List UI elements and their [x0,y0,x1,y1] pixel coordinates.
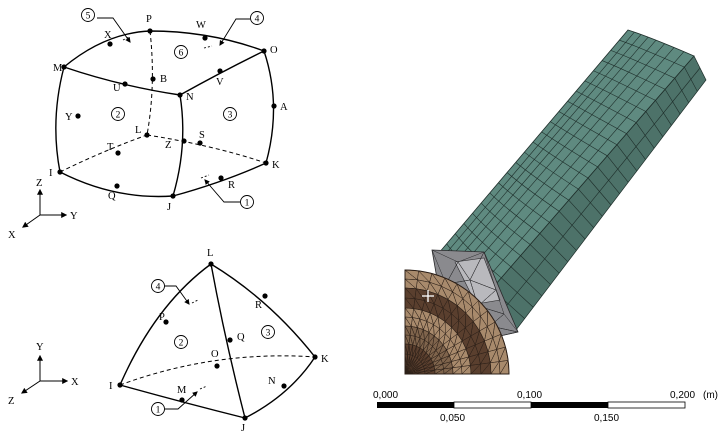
node-label: O [211,349,219,360]
mesh-line [601,60,666,90]
scale-segment [531,402,608,408]
mesh-line [550,121,608,157]
hexahedron-edges [55,30,275,198]
node-label: R [255,300,262,311]
tetrahedron-hidden-edge [119,355,316,386]
mesh-line [593,70,656,101]
node-label: R [228,180,235,191]
node-label: T [107,142,114,153]
node-label: M [53,63,63,74]
tetrahedron-leaders [164,285,208,410]
mesh-line [558,111,618,145]
node-label: L [207,248,213,259]
axis-label-x: X [8,230,16,241]
face-number: 4 [255,15,260,25]
face-number: 3 [228,111,233,121]
face-number: 6 [179,49,184,59]
node-label: S [199,130,205,141]
face-number: 1 [156,406,161,416]
scale-label: 0,200 [670,390,695,401]
face-number: 2 [179,339,184,349]
scale-bar: 0,000 0,100 0,200 (m) 0,050 0,150 [373,390,718,424]
tetrahedron-axes-triad [21,354,69,394]
tetrahedron-edges [119,263,316,419]
cap-highlight [454,257,501,305]
node-label: O [270,45,278,56]
quarter-cylinder-base [404,269,510,375]
face-number: 2 [116,111,121,121]
scale-segment [377,402,454,408]
node-label: V [216,77,224,88]
node-label: Z [165,140,171,151]
node-label: P [159,312,165,323]
mesh-line [532,141,589,179]
mesh-line [541,131,598,168]
node-label: N [186,92,194,103]
node-label: Q [237,332,245,343]
hexahedron-hidden-edges [59,30,267,173]
tetrahedron-element-diagram: L R P Q O K I M N J 4 2 3 1 Y X Z [8,248,329,432]
node-label: U [113,83,121,94]
meshed-beam [437,29,707,331]
hexahedron-leaders [97,17,250,203]
scale-label: 0,050 [440,413,465,424]
node-label: A [280,102,288,113]
mesh-line [498,67,701,316]
mesh-line [480,202,531,245]
node-label: Q [108,191,116,202]
fe-mesh-model [404,29,707,375]
hexahedron-face-markers: 5 4 6 2 3 1 [81,8,264,209]
tetrahedron-face-markers: 4 2 3 1 [151,279,275,416]
hexahedron-nodes [57,28,277,199]
hexahedron-element-diagram: P W X O M B U N V A Y L S T Z I K R Q J … [8,8,288,241]
mesh-line [489,192,540,234]
node-label: I [109,381,113,392]
mesh-line [463,223,512,267]
mesh-line [567,101,627,134]
scale-segment [607,401,686,409]
face-number: 1 [245,199,250,209]
mesh-line [524,151,579,190]
mesh-line [619,39,685,68]
mesh-line [515,162,569,201]
node-label: Y [65,112,73,123]
node-label: W [196,20,206,31]
face-number: 3 [266,329,271,339]
face-number: 5 [86,12,91,22]
face-number: 4 [156,283,161,293]
tetrahedron-nodes [117,261,318,421]
mesh-line [576,90,637,123]
scale-segment [453,401,532,409]
node-label: N [268,376,276,387]
axis-label-y: Y [36,342,44,353]
mesh-line [506,172,560,212]
axis-label-z: Z [36,178,42,189]
scale-label: 0,150 [594,413,619,424]
node-label: I [49,168,53,179]
scale-label: 0,000 [373,390,398,401]
base-outline [404,269,510,375]
node-label: M [177,385,187,396]
node-label: P [146,14,152,25]
node-label: L [135,125,141,136]
node-label: K [272,160,280,171]
scale-label: 0,100 [517,390,542,401]
node-label: X [104,30,112,41]
hexahedron-node-labels: P W X O M B U N V A Y L S T Z I K R Q J [49,14,288,213]
node-label: K [321,354,329,365]
node-label: J [241,423,245,432]
hexahedron-axes-triad [22,188,68,228]
node-label: J [167,202,171,213]
mesh-line [584,80,646,112]
mesh-line [498,182,550,223]
axis-label-y: Y [70,211,78,222]
mesh-line [610,50,675,79]
mesh-line [472,213,521,256]
tetrahedron-node-labels: L R P Q O K I M N J [109,248,329,432]
axis-label-x: X [71,377,79,388]
axis-label-z: Z [8,396,14,407]
scale-unit: (m) [703,390,718,401]
node-label: B [160,74,167,85]
